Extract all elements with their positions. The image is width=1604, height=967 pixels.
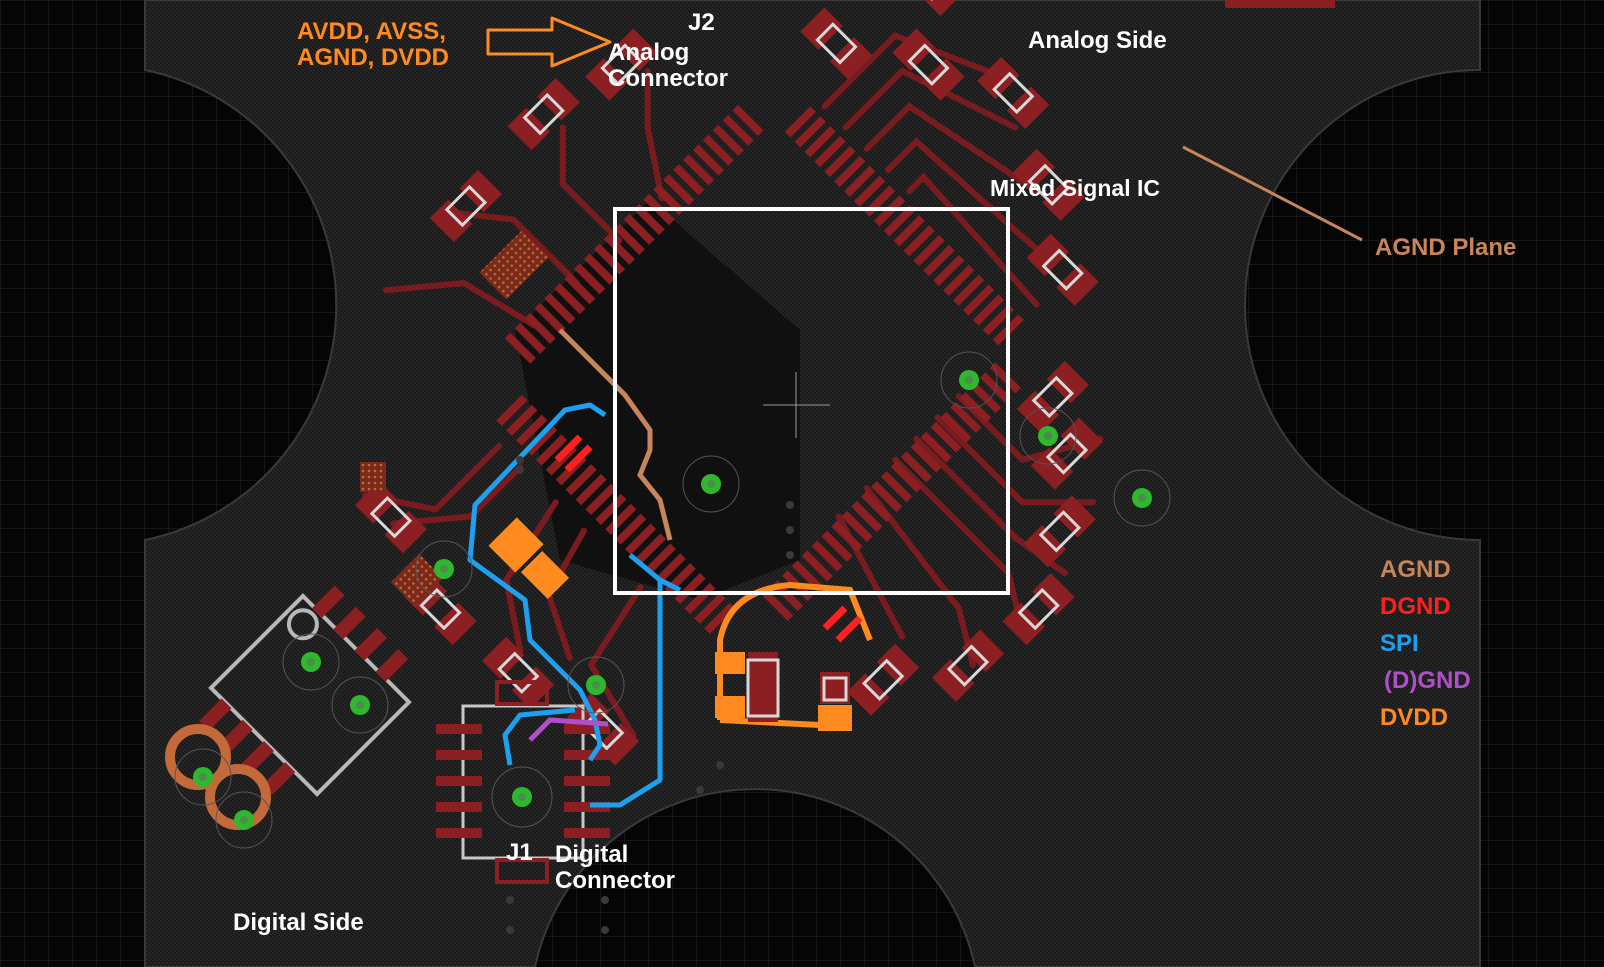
stitching-vias (506, 456, 794, 934)
passive-components (354, 0, 1104, 766)
agnd-plane-label: AGND Plane (1375, 234, 1517, 261)
ic-center-cross (763, 372, 830, 438)
j2-name-line-1: Analog (608, 39, 690, 66)
agnd-plane-pointer (1182, 145, 1363, 242)
power-nets-label: AVDD, AVSS, AGND, DVDD (297, 18, 450, 72)
ic-pins-top (784, 106, 1024, 346)
dvdd-region (488, 517, 873, 731)
legend-item-dgnd: DGND (1380, 593, 1451, 620)
j1-ref-label: J1 (506, 839, 533, 866)
j2-name-line-2: Connector (608, 65, 728, 93)
legend-item-spi: SPI (1380, 630, 1419, 657)
j2-ref-label: J2 (688, 9, 715, 36)
analog-side-label: Analog Side (1028, 27, 1167, 54)
copper-patch (360, 462, 386, 492)
power-nets-line-1: AVDD, AVSS, (297, 18, 446, 45)
arrow-to-j2 (486, 16, 612, 68)
digital-side-label: Digital Side (233, 909, 364, 936)
legend-item-dvdd: DVDD (1380, 704, 1449, 731)
j1-footprint (436, 680, 610, 884)
dgnd-purple-trace (528, 717, 609, 742)
legend-item-agnd: AGND (1380, 556, 1451, 583)
j1-name-line-1: Digital (555, 841, 629, 868)
spi-traces (467, 402, 682, 808)
net-legend: AGND DGND SPI (D)GND DVDD (1380, 556, 1471, 742)
j2-name-label: Analog Connector (608, 39, 728, 93)
regulator-footprint (198, 585, 412, 797)
copper-patch (479, 230, 549, 300)
corner-copper (1225, 0, 1335, 8)
agnd-trace (558, 328, 673, 541)
traces (361, 32, 1104, 739)
legend-item-dgnd-purple: (D)GND (1384, 667, 1471, 694)
ic-outline-box (613, 207, 1010, 595)
j1-name-label: Digital Connector (555, 841, 675, 895)
vias (174, 351, 1171, 849)
mixed-signal-ic-label: Mixed Signal IC (990, 175, 1160, 201)
j1-name-line-2: Connector (555, 867, 675, 895)
dgnd-marks (554, 434, 863, 643)
power-nets-line-2: AGND, DVDD (297, 44, 450, 72)
copper-patch (390, 553, 444, 607)
